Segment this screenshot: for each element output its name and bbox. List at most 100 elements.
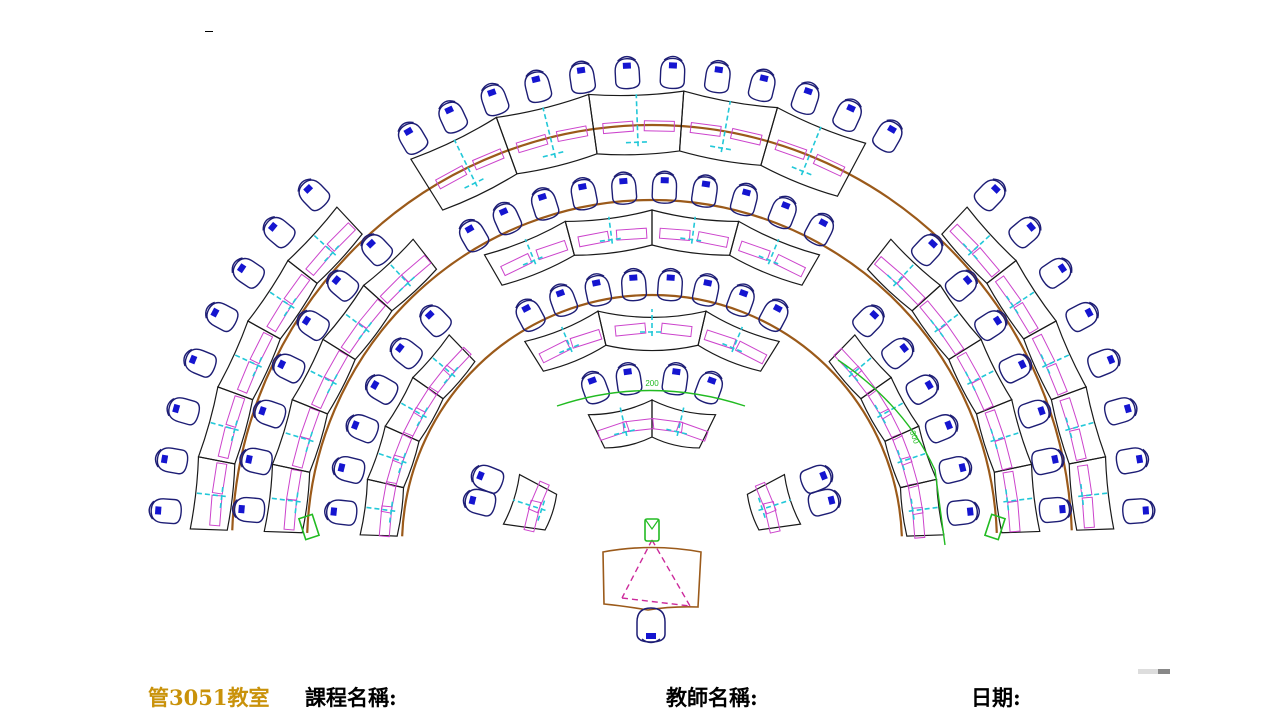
chair-d-11 bbox=[438, 100, 469, 134]
chair-c-8 bbox=[530, 187, 560, 221]
room-name: 管3051教室 bbox=[148, 685, 270, 710]
chair-b-6 bbox=[584, 273, 613, 307]
desk-divider bbox=[877, 402, 904, 419]
desk-label-box bbox=[1081, 496, 1095, 529]
desk-label-box bbox=[1013, 301, 1039, 335]
desk-label-box bbox=[577, 230, 610, 248]
desk-d-4 bbox=[495, 93, 598, 175]
chair-b-8 bbox=[515, 298, 546, 333]
desk-label-box bbox=[703, 329, 737, 350]
desk-label-box bbox=[1007, 500, 1021, 533]
desk-label-box bbox=[878, 408, 903, 441]
date-label: 日期: bbox=[971, 685, 1021, 710]
desk-label-box bbox=[434, 165, 468, 190]
desk-label-box bbox=[527, 480, 550, 514]
desk-label-box bbox=[970, 378, 994, 411]
desk-label-box bbox=[994, 437, 1013, 471]
chair-right-w0-1 bbox=[807, 488, 842, 517]
desk-divider bbox=[378, 452, 407, 464]
desk-divider bbox=[366, 506, 396, 512]
desk-label-box bbox=[643, 120, 675, 132]
chair-c-7 bbox=[570, 176, 599, 211]
desk-label-box bbox=[737, 240, 771, 262]
chair-left-w1-3 bbox=[345, 414, 380, 444]
desk-label-box bbox=[849, 365, 878, 397]
desk-label-box bbox=[412, 386, 439, 419]
chair-right-w1-5 bbox=[881, 337, 915, 370]
desk-rows bbox=[189, 90, 1115, 539]
desk-divider bbox=[344, 313, 370, 333]
chair-left-w0-1 bbox=[462, 488, 497, 517]
desk-right-w3-2 bbox=[1050, 386, 1107, 465]
desk-label-box bbox=[994, 275, 1022, 307]
desk-right-w3-5 bbox=[941, 206, 1017, 285]
desk-c-4 bbox=[483, 220, 576, 286]
footer-form: 管3051教室 課程名稱: 教師名稱: 日期: bbox=[0, 678, 1280, 718]
desk-right-w0 bbox=[746, 473, 802, 534]
desk-label-box bbox=[696, 231, 730, 248]
desk-divider bbox=[270, 497, 301, 503]
desk-left-w1-3 bbox=[384, 376, 444, 443]
desk-left-w2-1 bbox=[263, 463, 311, 534]
desk-divider bbox=[196, 492, 226, 498]
chair-right-w3-5 bbox=[1065, 301, 1099, 333]
desk-divider bbox=[432, 357, 456, 378]
desk-label-box bbox=[812, 153, 846, 177]
desk-label-box bbox=[774, 139, 808, 161]
chair-b-7 bbox=[549, 283, 579, 318]
desk-b-1 bbox=[697, 310, 781, 372]
desk-label-box bbox=[310, 376, 334, 410]
desk-label-box bbox=[1045, 362, 1068, 396]
desk-divider bbox=[400, 402, 427, 419]
desk-divider bbox=[800, 126, 822, 176]
desk-left-w0 bbox=[502, 473, 558, 533]
desk-left-w1-4 bbox=[411, 334, 476, 400]
desk-label-box bbox=[379, 274, 410, 305]
chair-d-1 bbox=[872, 119, 903, 153]
desk-label-box bbox=[1002, 470, 1019, 504]
desk-d-3 bbox=[587, 90, 685, 156]
desk-divider bbox=[892, 263, 915, 287]
chair-left-w1-1 bbox=[324, 499, 358, 526]
desk-divider bbox=[389, 263, 412, 287]
desk-left-w3-1 bbox=[189, 456, 236, 531]
aisle-arc-inner bbox=[401, 293, 903, 537]
desk-label-box bbox=[555, 125, 589, 143]
desk-label-box bbox=[956, 351, 982, 385]
desk-divider bbox=[908, 506, 938, 512]
desk-label-box bbox=[357, 298, 387, 330]
chair-right-w2-3 bbox=[1017, 399, 1052, 429]
desk-divider bbox=[990, 431, 1020, 443]
desk-divider bbox=[453, 139, 478, 187]
dimension-lines: 200 300 bbox=[297, 359, 1007, 546]
chair-front-4 bbox=[580, 370, 610, 405]
desk-divider bbox=[210, 421, 239, 432]
right-sensor-icon bbox=[983, 513, 1007, 541]
chair-rows bbox=[148, 55, 1156, 526]
chair-right-w0-2 bbox=[799, 464, 834, 494]
chair-d-10 bbox=[480, 82, 510, 117]
desk-label-box bbox=[754, 481, 777, 515]
chair-right-w2-4 bbox=[998, 353, 1033, 384]
chair-left-w3-6 bbox=[231, 257, 265, 289]
desk-divider bbox=[934, 313, 960, 333]
desk-label-box bbox=[236, 361, 259, 394]
desk-left-w1-1 bbox=[359, 478, 405, 538]
desk-c-2 bbox=[651, 209, 740, 256]
chair-left-w2-5 bbox=[296, 309, 330, 342]
chair-c-9 bbox=[492, 201, 523, 236]
desk-front-2 bbox=[587, 399, 655, 449]
desk-left-w3-4 bbox=[247, 259, 318, 340]
desk-label-box bbox=[305, 245, 334, 277]
chair-d-9 bbox=[524, 69, 553, 104]
chair-d-6 bbox=[659, 55, 686, 90]
scan-edge-mark bbox=[1138, 669, 1170, 674]
chair-right-w2-5 bbox=[974, 309, 1008, 342]
chair-b-3 bbox=[691, 273, 720, 307]
desk-divider bbox=[1042, 354, 1070, 368]
desk-right-w3-3 bbox=[1022, 320, 1088, 401]
chair-left-w2-4 bbox=[271, 353, 306, 384]
desk-right-w3-1 bbox=[1068, 456, 1115, 531]
desk-label-box bbox=[523, 499, 542, 533]
desk-label-box bbox=[442, 346, 472, 377]
